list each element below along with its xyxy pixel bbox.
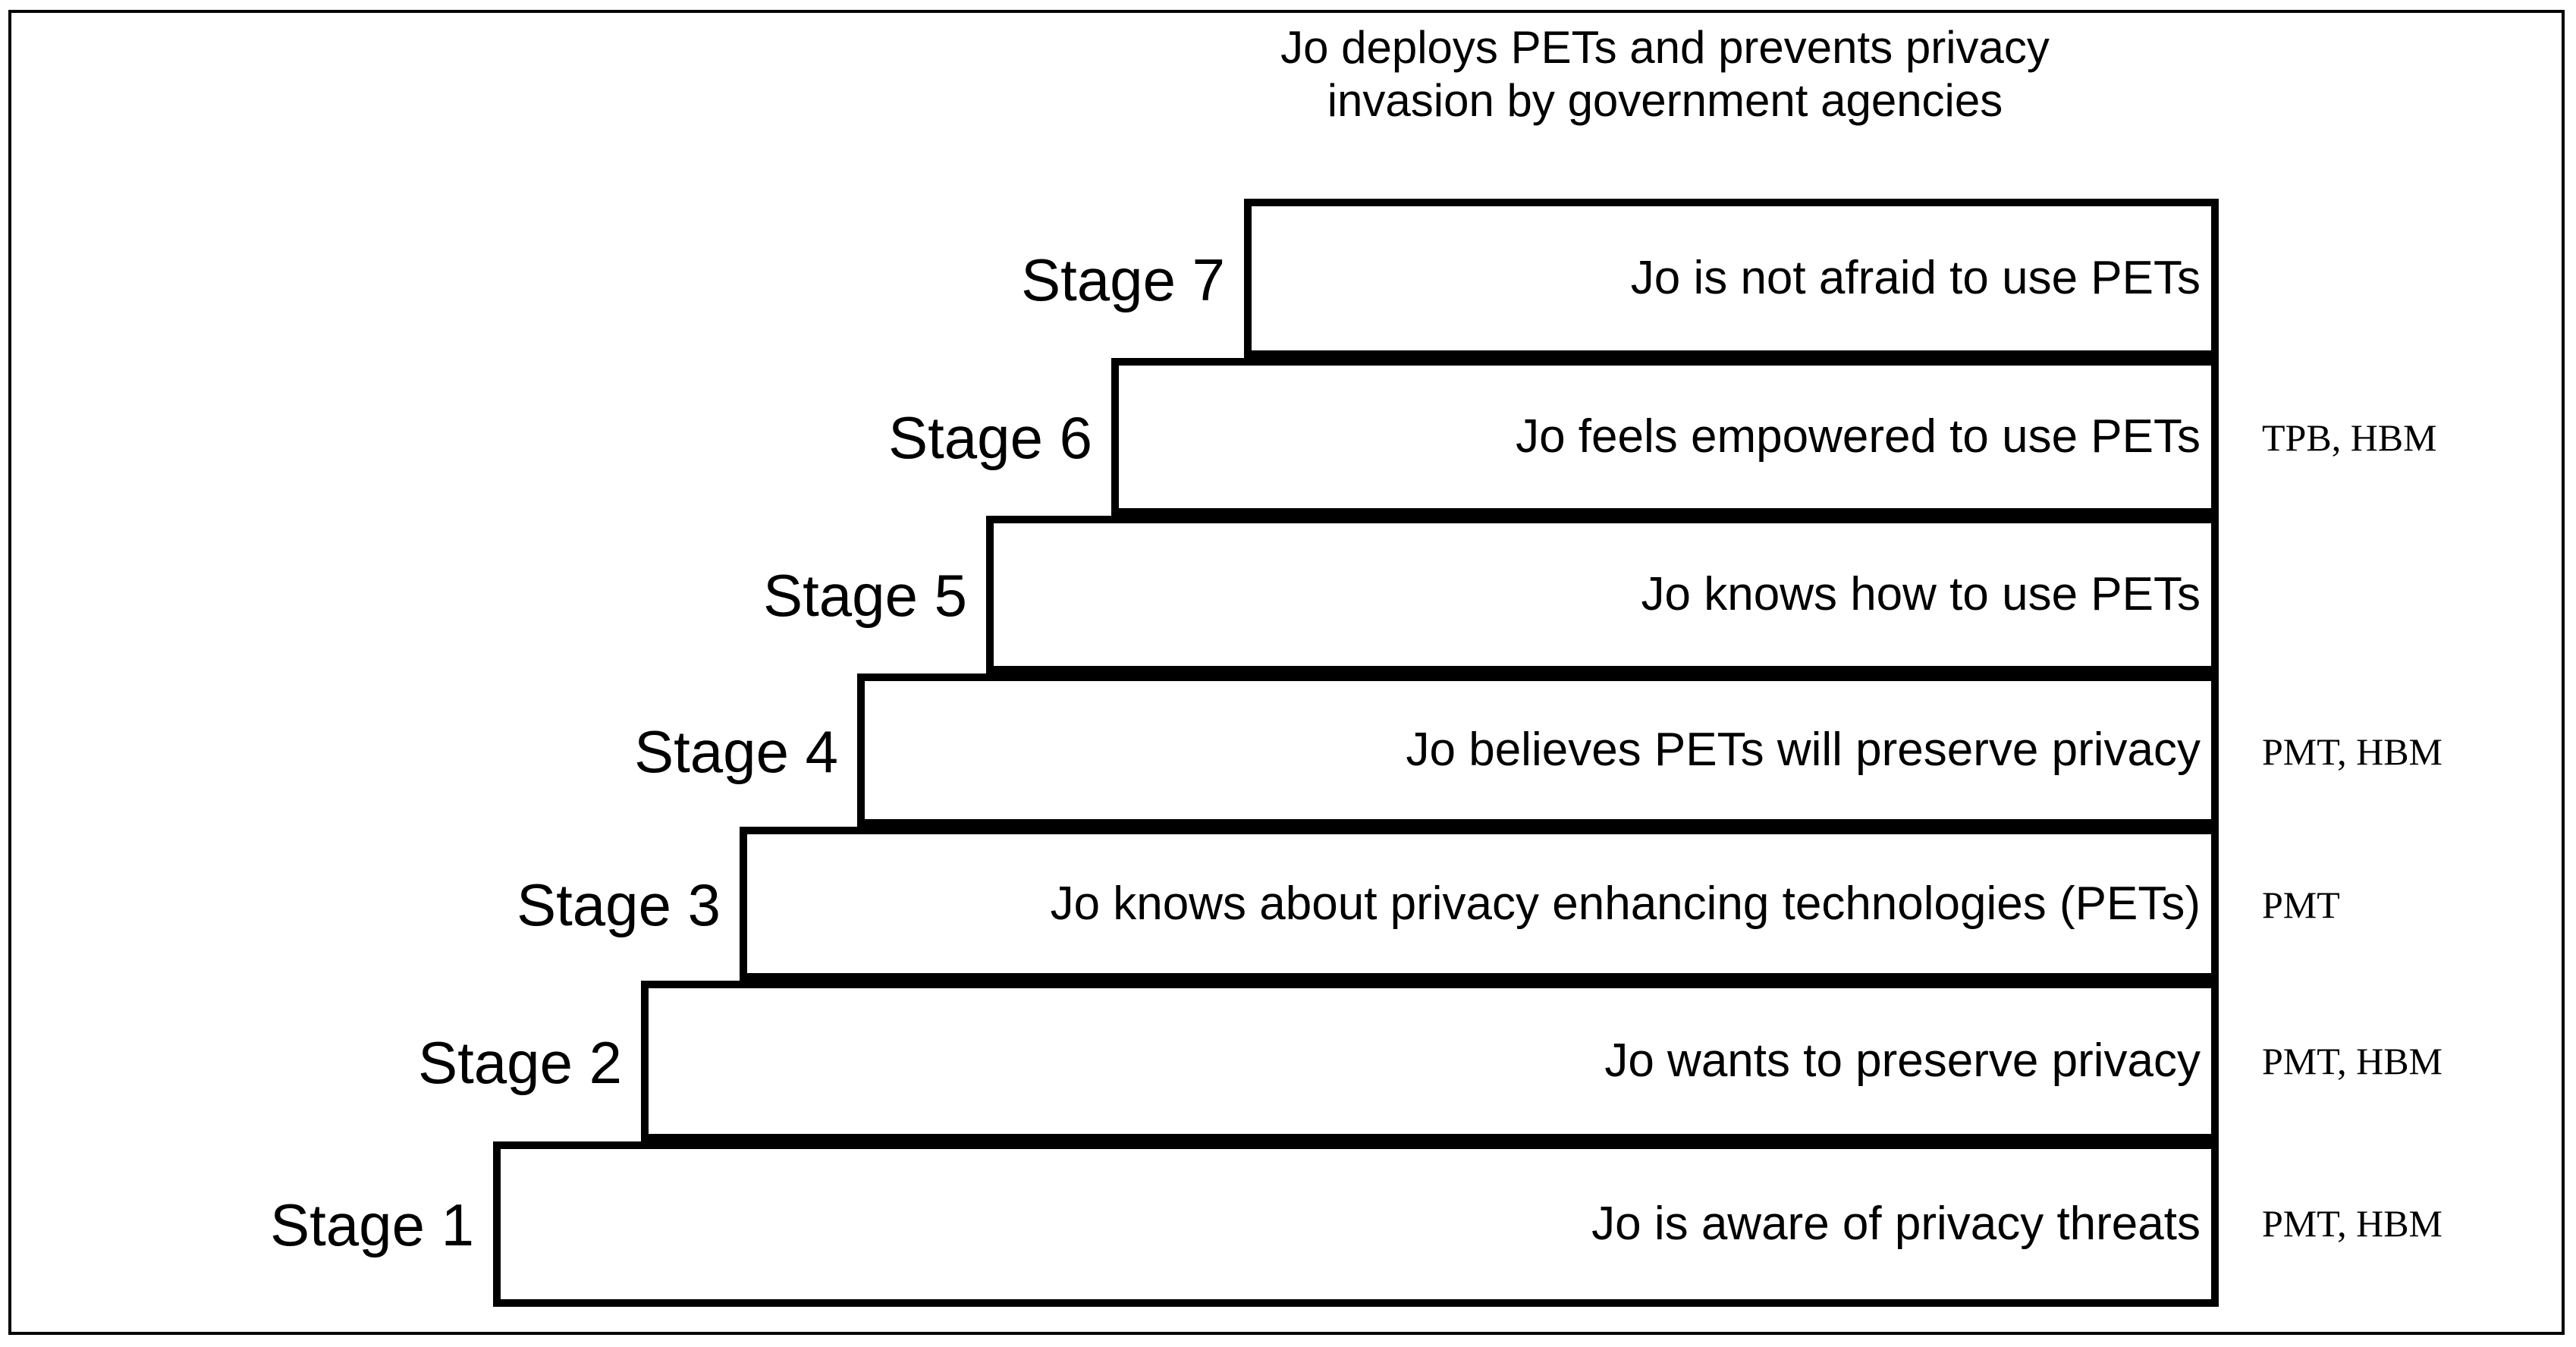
stage-step-text-2: Jo wants to preserve privacy: [1604, 1035, 2201, 1088]
figure-border: [8, 10, 2565, 1335]
stage-label-7: Stage 7: [1021, 246, 1225, 313]
stage-theory-2: PMT, HBM: [2262, 1040, 2443, 1082]
stage-step-text-4: Jo believes PETs will preserve privacy: [1406, 724, 2201, 777]
stage-step-text-5: Jo knows how to use PETs: [1641, 568, 2201, 621]
stage-label-4: Stage 4: [634, 718, 838, 785]
stage-step-text-1: Jo is aware of privacy threats: [1591, 1198, 2201, 1251]
stage-step-7: Jo is not afraid to use PETs: [1244, 199, 2219, 358]
stage-label-3: Stage 3: [517, 871, 721, 938]
stage-theory-4: PMT, HBM: [2262, 730, 2443, 773]
stage-theory-1: PMT, HBM: [2262, 1202, 2443, 1245]
stage-step-text-7: Jo is not afraid to use PETs: [1630, 252, 2201, 305]
stage-label-2: Stage 2: [418, 1029, 622, 1096]
stage-label-5: Stage 5: [763, 562, 967, 629]
stage-step-4: Jo believes PETs will preserve privacy: [857, 674, 2219, 827]
stage-step-text-3: Jo knows about privacy enhancing technol…: [1050, 877, 2201, 930]
stage-step-2: Jo wants to preserve privacy: [641, 981, 2219, 1141]
stage-theory-3: PMT: [2262, 884, 2340, 926]
stage-step-3: Jo knows about privacy enhancing technol…: [740, 827, 2219, 981]
stage-step-text-6: Jo feels empowered to use PETs: [1516, 410, 2201, 463]
stage-step-5: Jo knows how to use PETs: [986, 516, 2219, 674]
figure-caption: Jo deploys PETs and prevents privacy inv…: [1280, 22, 2050, 126]
stage-theory-6: TPB, HBM: [2262, 416, 2437, 459]
stage-label-6: Stage 6: [888, 404, 1092, 471]
stage-label-1: Stage 1: [270, 1192, 474, 1258]
stage-step-6: Jo feels empowered to use PETs: [1111, 358, 2219, 516]
stage-step-1: Jo is aware of privacy threats: [493, 1141, 2219, 1307]
